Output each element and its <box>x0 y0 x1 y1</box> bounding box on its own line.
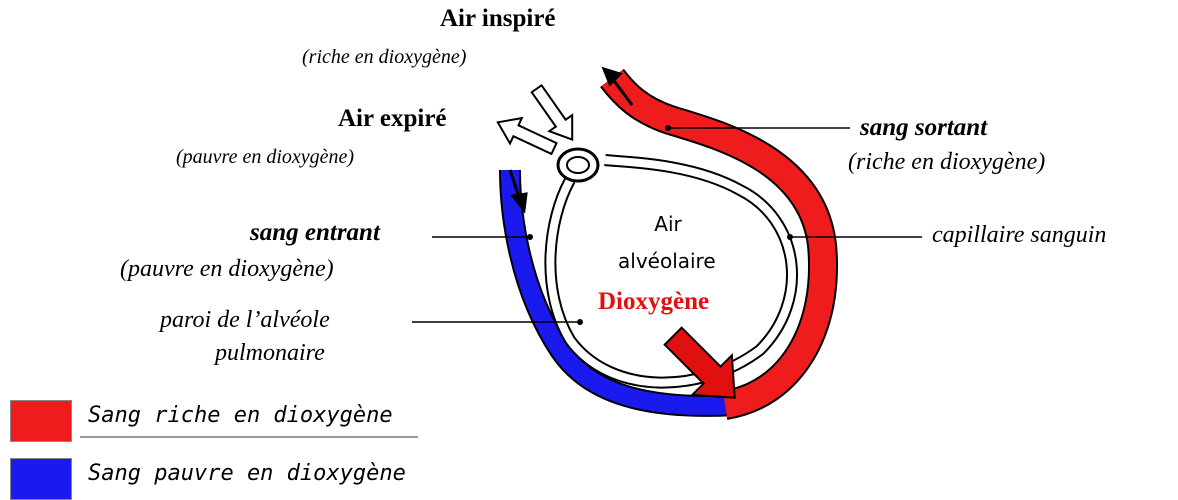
air-alveolaire-line1: Air <box>638 213 698 236</box>
capillaire-label: capillaire sanguin <box>932 222 1106 250</box>
air-expire-label: Air expiré <box>338 105 447 134</box>
legend-swatch-poor <box>10 458 72 500</box>
air-alveolaire-line2: alvéolaire <box>618 250 716 273</box>
paroi-label-line1: paroi de l’alvéole <box>160 307 330 335</box>
air-inspire-note: (riche en dioxygène) <box>302 46 466 69</box>
paroi-label-line2: pulmonaire <box>215 340 325 368</box>
dioxygene-label: Dioxygène <box>598 288 709 317</box>
sang-entrant-note: (pauvre en dioxygène) <box>120 256 334 284</box>
air-inspire-label: Air inspiré <box>440 5 556 34</box>
sang-entrant-label: sang entrant <box>250 219 380 248</box>
air-expire-note: (pauvre en dioxygène) <box>176 146 354 169</box>
legend-swatch-rich <box>10 400 72 442</box>
legend-label-poor: Sang pauvre en dioxygène <box>88 461 406 486</box>
sang-sortant-label: sang sortant <box>860 114 987 143</box>
sang-sortant-note: (riche en dioxygène) <box>848 149 1045 177</box>
legend-label-rich: Sang riche en dioxygène <box>88 403 393 428</box>
